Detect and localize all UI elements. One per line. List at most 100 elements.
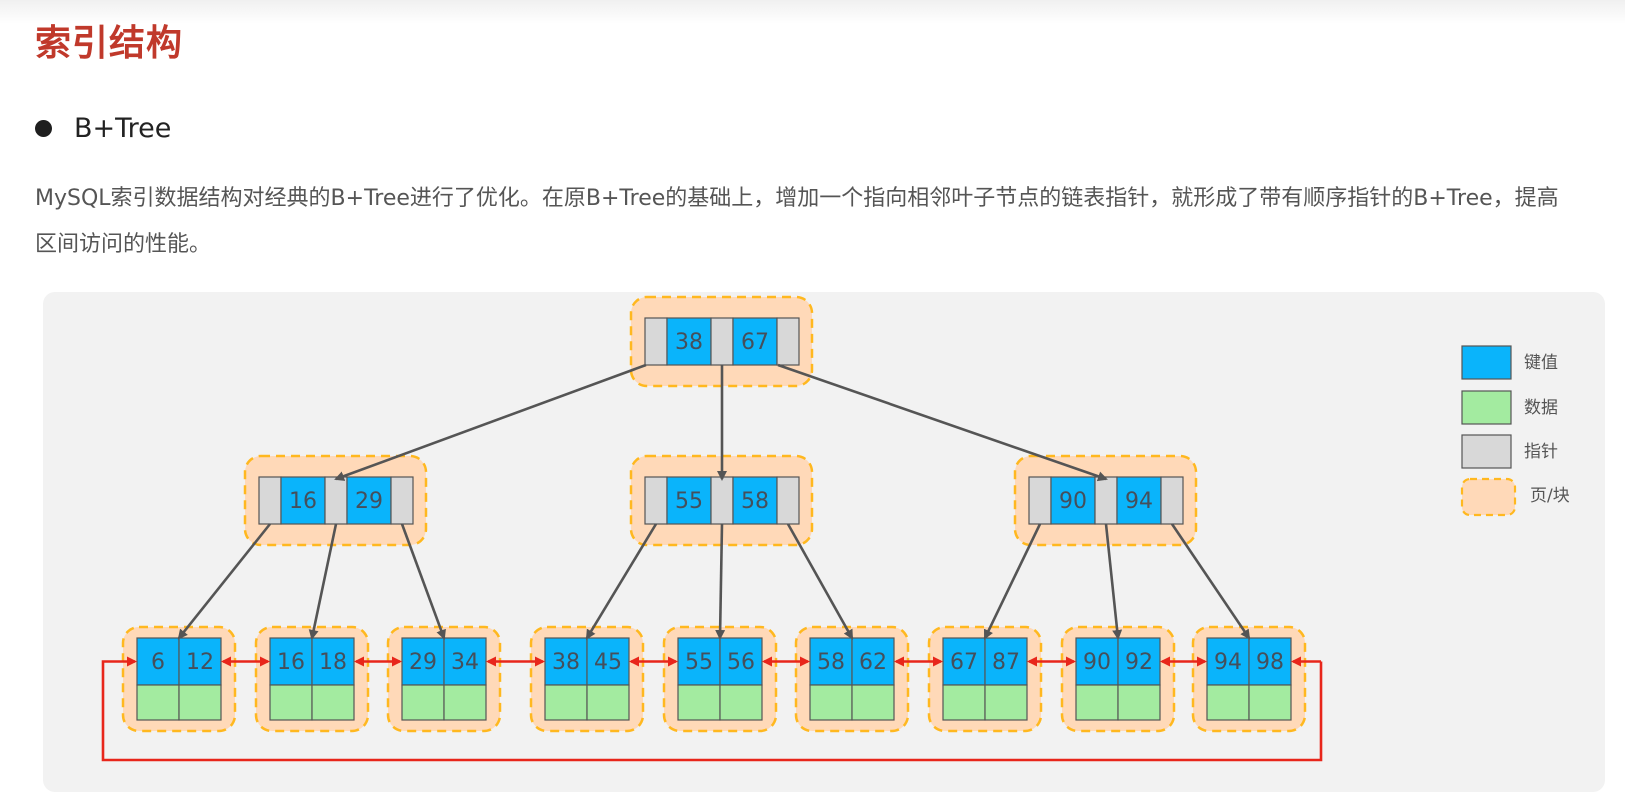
- key-cell: [1206, 637, 1250, 686]
- key-label: 6: [151, 650, 165, 675]
- bullet-dot-icon: [35, 119, 52, 137]
- key-label: 16: [289, 489, 317, 514]
- key-cell: [1075, 637, 1119, 686]
- key-label: 67: [950, 650, 978, 675]
- pointer-cell: [710, 317, 734, 366]
- legend-swatch-page: [1460, 477, 1517, 517]
- key-cell: [666, 476, 712, 525]
- key-cell: [984, 637, 1028, 686]
- key-cell: [443, 637, 487, 686]
- key-label: 55: [675, 489, 703, 514]
- tree-pointer-arrow: [177, 523, 272, 640]
- tree-pointer-arrow: [715, 523, 726, 640]
- tree-pointer-arrow: [1170, 523, 1251, 640]
- legend-item-key: 键值: [1461, 345, 1558, 380]
- tree-pointer-arrow: [1104, 523, 1123, 640]
- key-label: 56: [727, 650, 755, 675]
- leaf-node: 58 62: [794, 625, 910, 733]
- legend-label: 页/块: [1530, 486, 1570, 506]
- key-cell: [178, 637, 222, 686]
- key-cell: [1248, 637, 1292, 686]
- data-cell: [401, 684, 445, 721]
- key-label: 29: [409, 650, 437, 675]
- data-cell: [942, 684, 986, 721]
- key-label: 55: [685, 650, 713, 675]
- tree-pointer-arrow: [308, 523, 338, 640]
- key-cell: [1050, 476, 1096, 525]
- data-cell: [984, 684, 1028, 721]
- key-label: 90: [1059, 489, 1087, 514]
- key-label: 58: [817, 650, 845, 675]
- key-label: 58: [741, 489, 769, 514]
- leaf-node: 6 12: [121, 625, 237, 733]
- leaf-loop-link: [101, 656, 1323, 762]
- key-cell: [280, 476, 326, 525]
- data-cell: [136, 684, 180, 721]
- leaf-node: 67 87: [927, 625, 1043, 733]
- bullet-item: B+Tree: [35, 110, 171, 146]
- data-cell: [178, 684, 222, 721]
- data-cell: [677, 684, 721, 721]
- data-cell: [809, 684, 853, 721]
- key-label: 98: [1256, 650, 1284, 675]
- legend-item-page: 页/块: [1460, 477, 1570, 517]
- legend-swatch-pointer: [1461, 434, 1512, 469]
- tree-pointer-arrow: [334, 363, 647, 481]
- top-shade: [0, 0, 1625, 24]
- leaf-node: 94 98: [1191, 625, 1307, 733]
- key-label: 62: [859, 650, 887, 675]
- legend-swatch-key: [1461, 345, 1512, 380]
- tree-pointer-arrow: [786, 523, 854, 640]
- key-label: 16: [277, 650, 305, 675]
- pointer-cell: [644, 317, 668, 366]
- leaf-node: 38 45: [529, 625, 645, 733]
- key-cell: [401, 637, 445, 686]
- data-cell: [719, 684, 763, 721]
- key-label: 29: [355, 489, 383, 514]
- data-cell: [269, 684, 313, 721]
- leaf-node: 29 34: [386, 625, 502, 733]
- key-cell: [732, 317, 778, 366]
- pointer-cell: [258, 476, 282, 525]
- data-cell: [1075, 684, 1119, 721]
- tree-pointer-arrow: [777, 363, 1108, 482]
- internal-node: 90 94: [1013, 454, 1198, 547]
- leaf-node: 90 92: [1060, 625, 1176, 733]
- legend-label: 指针: [1524, 442, 1558, 462]
- key-label: 38: [552, 650, 580, 675]
- tree-pointer-arrow: [400, 523, 446, 640]
- legend-item-data: 数据: [1461, 390, 1558, 425]
- tree-pointer-arrow: [983, 523, 1042, 640]
- key-cell: [346, 476, 392, 525]
- leaf-node: 55 56: [662, 625, 778, 733]
- pointer-cell: [390, 476, 414, 525]
- key-label: 18: [319, 650, 347, 675]
- key-label: 45: [594, 650, 622, 675]
- key-label: 90: [1083, 650, 1111, 675]
- data-cell: [1248, 684, 1292, 721]
- key-label: 94: [1214, 650, 1242, 675]
- key-label: 92: [1125, 650, 1153, 675]
- data-cell: [586, 684, 630, 721]
- key-label: 34: [451, 650, 479, 675]
- data-cell: [1117, 684, 1161, 721]
- key-label: 12: [186, 650, 214, 675]
- pointer-cell: [1160, 476, 1184, 525]
- data-cell: [311, 684, 355, 721]
- key-label: 87: [992, 650, 1020, 675]
- legend-label: 键值: [1524, 353, 1558, 373]
- pointer-cell: [776, 317, 800, 366]
- legend-label: 数据: [1524, 398, 1558, 418]
- tree-pointer-arrow: [585, 523, 658, 640]
- key-label: 94: [1125, 489, 1153, 514]
- data-cell: [544, 684, 588, 721]
- data-cell: [851, 684, 895, 721]
- data-cell: [443, 684, 487, 721]
- key-label: 38: [675, 330, 703, 355]
- pointer-cell: [1094, 476, 1118, 525]
- key-cell: [719, 637, 763, 686]
